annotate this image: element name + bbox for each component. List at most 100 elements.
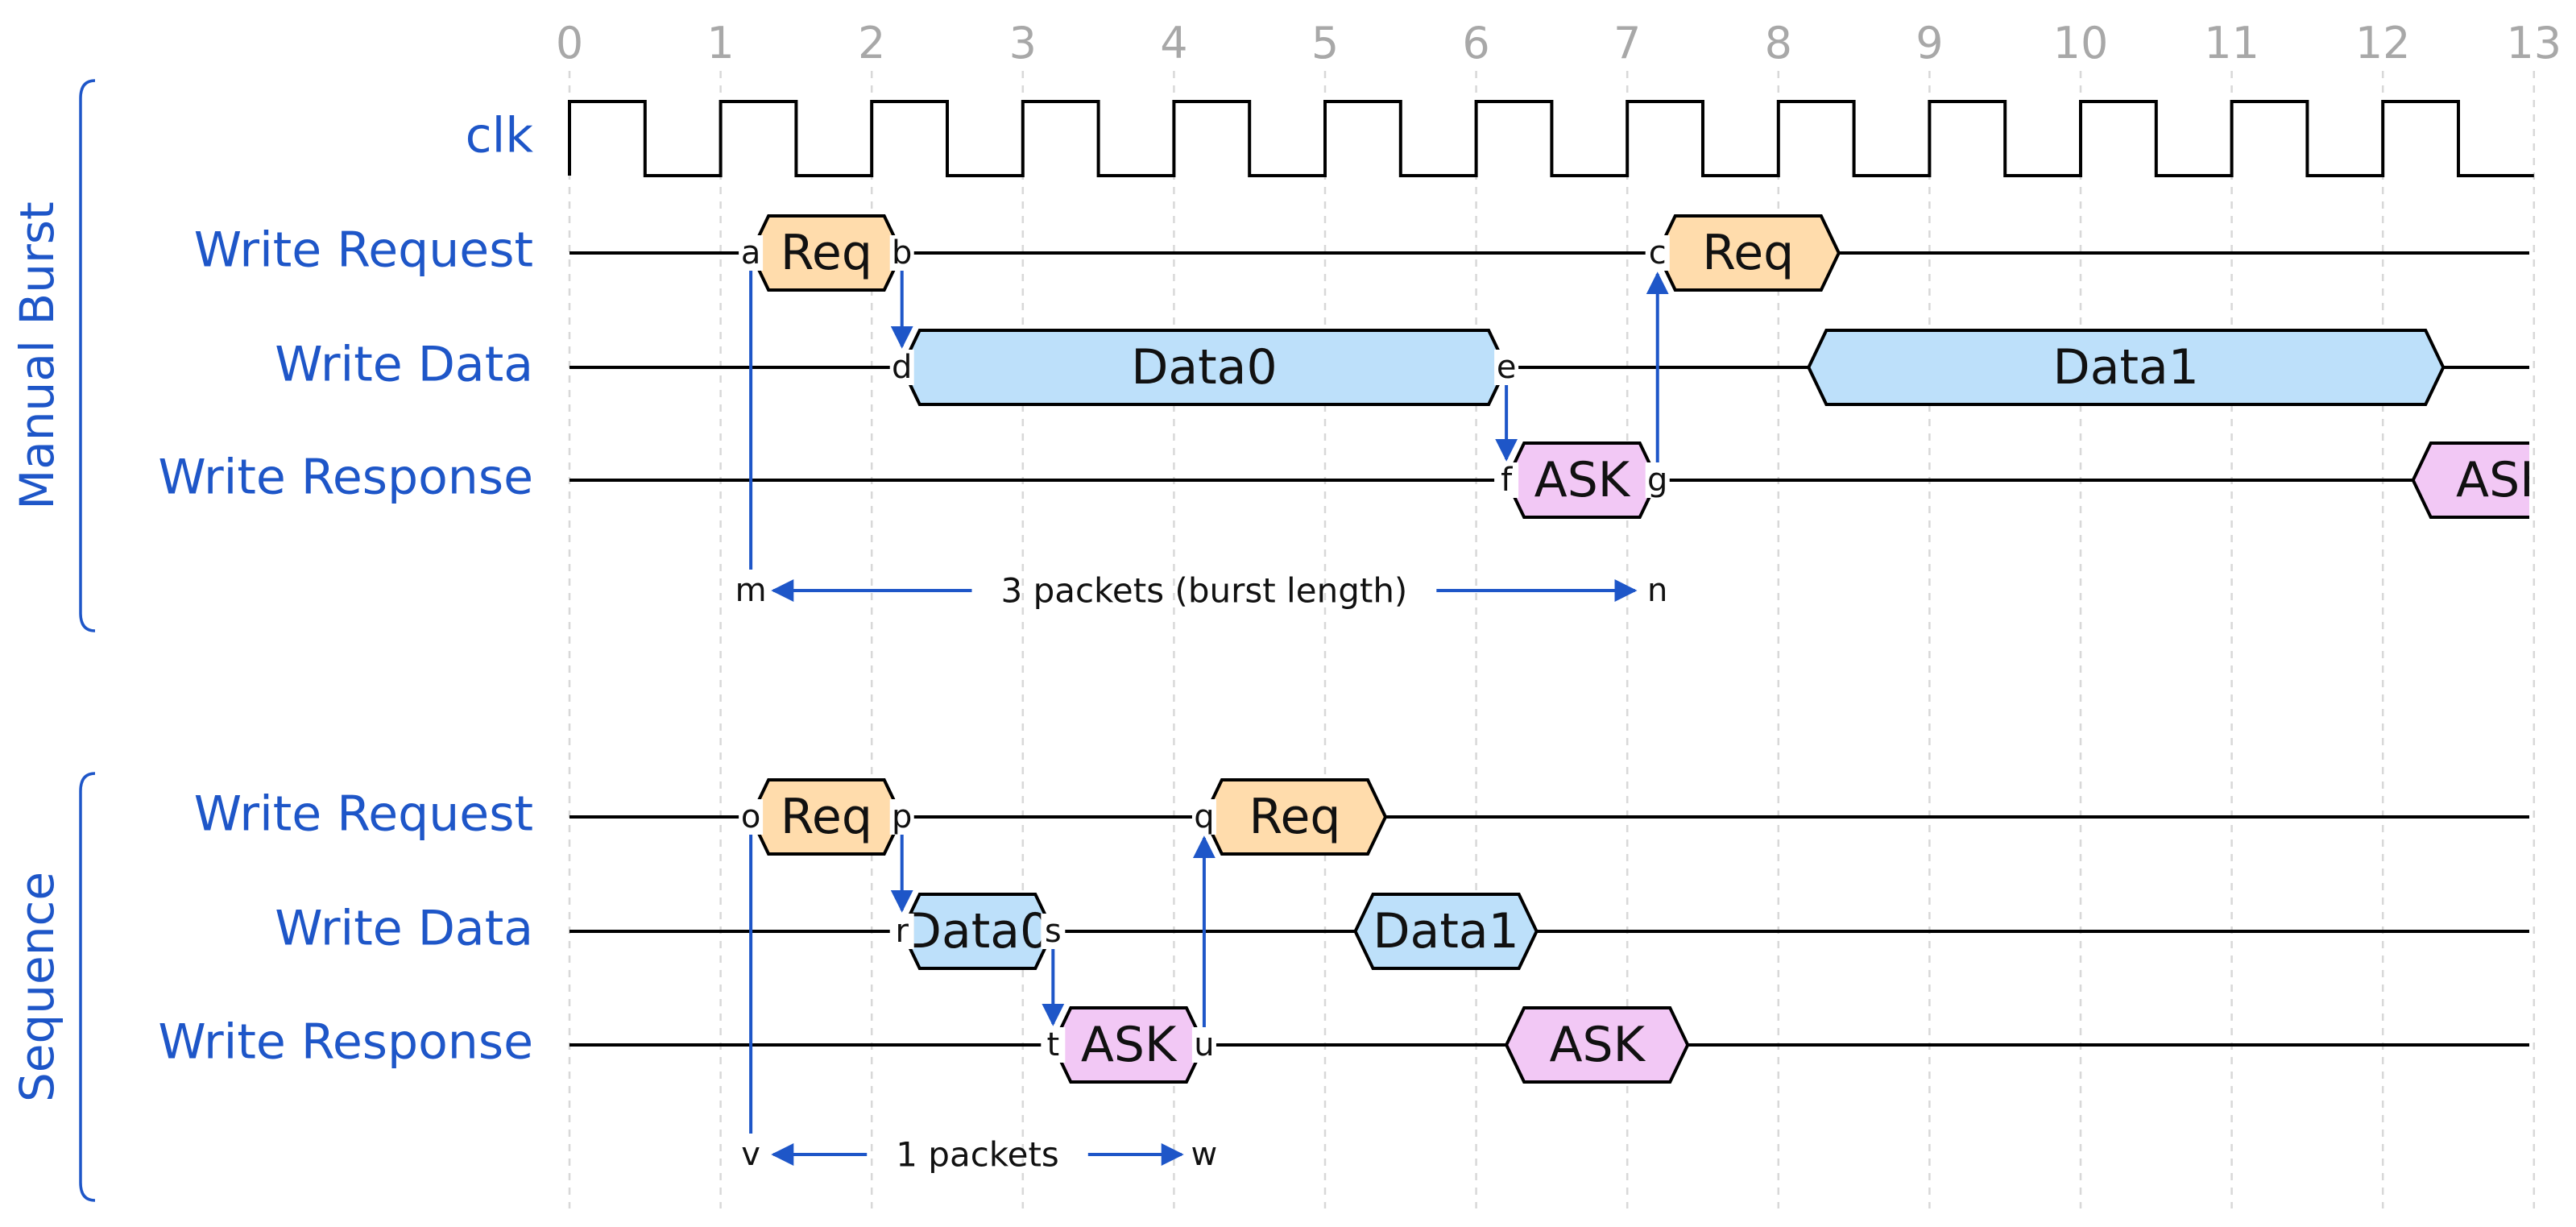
time-tick-label: 13 [2506, 18, 2562, 68]
clock-waveform [568, 100, 2534, 177]
signal-row: Write Request Req Req [194, 778, 2529, 856]
group-brace [79, 79, 96, 632]
time-tick-label: 11 [2204, 18, 2259, 68]
node-backdrop [1645, 462, 1670, 498]
signal-label: Write Response [158, 450, 533, 506]
node-label: r [895, 913, 909, 950]
signal-row: Write Request Req Req [194, 214, 2529, 292]
signal-row: Write Response ASK ASK [158, 1006, 2529, 1084]
signal-row: Write Data Data0 Data1 [275, 329, 2529, 406]
node-backdrop [1041, 1027, 1066, 1063]
node-backdrop [1041, 914, 1066, 949]
node-backdrop [889, 799, 914, 835]
node-backdrop [1191, 799, 1216, 835]
group-label: Manual Burst [10, 201, 64, 510]
signal-segments: Data0 Data1 [900, 329, 2446, 406]
time-tick-label: 5 [1311, 18, 1339, 68]
segment-ask [1504, 1006, 1690, 1084]
segment-label: ASK [1081, 1017, 1178, 1073]
node-label: f [1501, 462, 1513, 499]
signal-segments: ASK ASK [1051, 1006, 1690, 1084]
signal-segments: Req Req [748, 778, 1388, 856]
node-backdrop [889, 350, 914, 385]
time-tick-label: 10 [2053, 18, 2109, 68]
segment-label: ASK [1534, 452, 1631, 508]
node-label: u [1194, 1026, 1214, 1063]
segment-data [1353, 893, 1539, 970]
time-tick-label: 3 [1009, 18, 1037, 68]
clock-label: clk [466, 108, 534, 164]
time-tick-label: 7 [1613, 18, 1641, 68]
segment-label: Req [781, 789, 872, 845]
signal-label: Write Request [194, 786, 533, 843]
node-backdrop [1645, 235, 1670, 271]
node-label: m [735, 572, 767, 609]
segment-label: Data0 [905, 903, 1050, 960]
node-label: d [892, 349, 912, 386]
node-backdrop [1494, 462, 1519, 498]
signal-label: Write Data [275, 901, 533, 957]
time-tick-label: 2 [858, 18, 885, 68]
node-label: q [1194, 798, 1214, 835]
node-label: e [1497, 349, 1517, 386]
node-label: b [892, 234, 912, 272]
node-label: n [1647, 572, 1667, 609]
time-tick-label: 8 [1765, 18, 1792, 68]
node-backdrop [889, 235, 914, 271]
segment-data [1807, 329, 2446, 406]
segment-req [1202, 778, 1388, 856]
node-backdrop [889, 914, 914, 949]
node-backdrop [739, 235, 764, 271]
signal-label: Write Request [194, 222, 533, 279]
node-label: p [892, 798, 912, 835]
segment-label: Req [1249, 789, 1340, 845]
signal-segments: ASK ASK [1504, 441, 2553, 519]
node-label: c [1649, 234, 1667, 272]
segment-label: Data1 [1373, 903, 1518, 960]
segment-label: Req [781, 225, 872, 281]
node-backdrop [739, 573, 764, 608]
segment-req [1655, 214, 1841, 292]
group-label: Sequence [10, 872, 64, 1102]
time-tick-label: 1 [706, 18, 734, 68]
node-backdrop [739, 799, 764, 835]
signal-segments: Req Req [748, 214, 1841, 292]
node-backdrop [1645, 573, 1670, 608]
span-label: 1 packets [896, 1135, 1059, 1175]
node-label: o [741, 798, 760, 835]
span-label: 3 packets (burst length) [1001, 571, 1408, 611]
segment-label: ASK [1549, 1017, 1646, 1073]
segment-label: Data0 [1131, 339, 1277, 396]
signal-segments: Data0 Data1 [900, 893, 1539, 970]
node-backdrop [1191, 1027, 1216, 1063]
segment-label: Req [1702, 225, 1794, 281]
node-label: w [1191, 1136, 1218, 1173]
time-tick-label: 9 [1915, 18, 1943, 68]
node-label: s [1045, 913, 1062, 950]
node-label: a [741, 234, 761, 272]
time-tick-label: 4 [1160, 18, 1187, 68]
node-label: g [1647, 462, 1667, 499]
signal-row: Write Data Data0 Data1 [275, 893, 2529, 970]
segment-label: ASK [2456, 452, 2553, 508]
signal-label: Write Response [158, 1014, 533, 1071]
signal-label: Write Data [275, 337, 533, 393]
signal-row: Write Response ASK ASK [158, 441, 2553, 519]
time-tick-label: 12 [2355, 18, 2411, 68]
node-backdrop [1191, 1137, 1216, 1172]
time-tick-label: 6 [1462, 18, 1489, 68]
node-label: v [741, 1136, 760, 1173]
time-tick-label: 0 [556, 18, 583, 68]
segment-ask [2411, 441, 2529, 519]
segment-label: Data1 [2053, 339, 2199, 396]
node-label: t [1046, 1026, 1059, 1063]
time-gridlines [568, 71, 2536, 1208]
node-backdrop [1494, 350, 1519, 385]
node-backdrop [739, 1137, 764, 1172]
clock-row: clk [466, 100, 2534, 177]
